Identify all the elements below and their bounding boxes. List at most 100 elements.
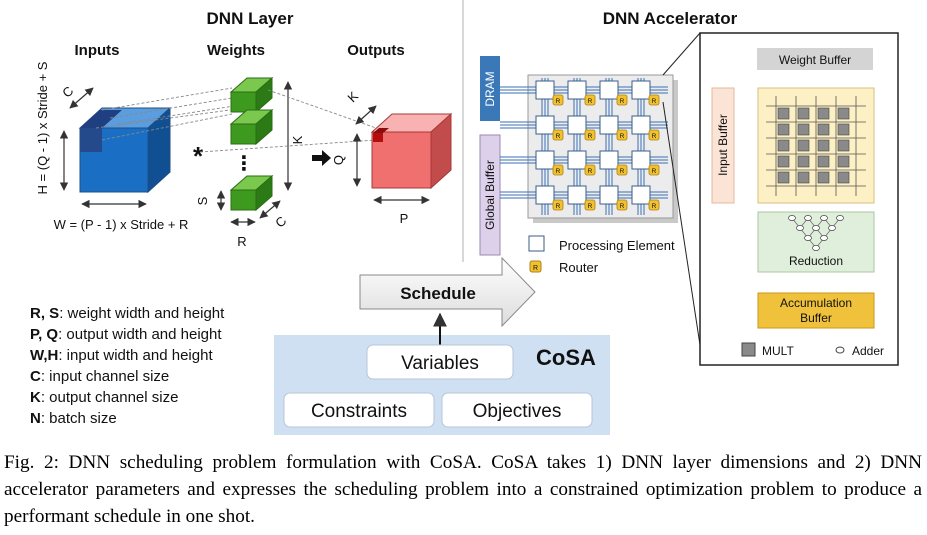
router xyxy=(584,199,596,211)
produces-arrow xyxy=(312,150,331,166)
mult-unit xyxy=(837,139,850,152)
router-letter: R xyxy=(556,168,561,175)
output-tensor-cube xyxy=(370,112,453,190)
router-legend-letter: R xyxy=(533,265,538,272)
legend-row: R, S: weight width and height xyxy=(30,305,225,322)
output-k-arrow xyxy=(355,105,377,125)
accumulation-buffer-label-line2: Buffer xyxy=(800,311,832,325)
adder-node xyxy=(828,225,836,231)
router xyxy=(616,129,628,141)
global-buffer-label: Global Buffer xyxy=(483,160,497,230)
input-c-label: C xyxy=(59,83,76,100)
input-tensor-cube xyxy=(78,106,172,194)
adder-node xyxy=(820,215,828,221)
processing-element xyxy=(599,150,619,170)
processing-element xyxy=(567,80,587,100)
adder-node xyxy=(820,235,828,241)
mult-unit xyxy=(797,155,810,168)
router xyxy=(648,94,660,106)
output-q-label: Q xyxy=(331,155,346,165)
schedule-label: Schedule xyxy=(400,284,476,303)
processing-element xyxy=(599,185,619,205)
adder-node xyxy=(836,215,844,221)
router xyxy=(552,164,564,176)
mult-unit xyxy=(837,107,850,120)
variables-label: Variables xyxy=(401,353,479,374)
router-letter: R xyxy=(652,133,657,140)
processing-element xyxy=(631,80,651,100)
weight-k-label: K xyxy=(290,135,305,144)
adder-node xyxy=(796,225,804,231)
processing-element xyxy=(567,150,587,170)
mult-unit xyxy=(837,155,850,168)
weight-c-arrow xyxy=(259,200,281,219)
dram-block xyxy=(480,56,500,121)
output-k-label: K xyxy=(344,88,361,105)
router xyxy=(616,164,628,176)
legend-row: W,H: input width and height xyxy=(30,347,213,364)
input-w-formula: W = (P - 1) x Stride + R xyxy=(54,217,189,232)
weight-buffer-block xyxy=(757,48,873,70)
mult-legend-swatch xyxy=(741,342,756,357)
router-letter: R xyxy=(588,203,593,210)
processing-element xyxy=(535,150,555,170)
input-c-arrow xyxy=(69,87,94,109)
reduction-label: Reduction xyxy=(789,254,843,268)
output-p-label: P xyxy=(400,211,409,226)
router xyxy=(616,94,628,106)
legend-row: N: batch size xyxy=(30,410,117,427)
router-letter: R xyxy=(620,98,625,105)
processing-element xyxy=(631,150,651,170)
router xyxy=(616,199,628,211)
accumulation-buffer-label-line1: Accumulation xyxy=(780,296,852,310)
weight-filters-ellipsis: ⋮ xyxy=(234,153,254,175)
legend-row: C: input channel size xyxy=(30,368,169,385)
zoom-line-bottom xyxy=(662,101,701,346)
mult-unit xyxy=(777,139,790,152)
outputs-label: Outputs xyxy=(347,42,405,59)
mult-unit xyxy=(817,107,830,120)
router-letter: R xyxy=(556,133,561,140)
accumulation-buffer-block xyxy=(757,292,875,329)
dimension-legend: R, S: weight width and height P, Q: outp… xyxy=(30,305,225,427)
router xyxy=(552,129,564,141)
router-letter: R xyxy=(556,98,561,105)
weight-buffer-label: Weight Buffer xyxy=(779,53,851,67)
mult-unit xyxy=(797,139,810,152)
weight-s-label: S xyxy=(195,196,210,205)
objectives-box xyxy=(441,392,593,428)
objectives-label: Objectives xyxy=(473,401,562,422)
adder-node xyxy=(812,225,820,231)
legend-row: K: output channel size xyxy=(30,389,178,406)
router xyxy=(648,129,660,141)
processing-element xyxy=(535,80,555,100)
adder-node xyxy=(788,215,796,221)
mult-unit xyxy=(777,107,790,120)
mult-unit xyxy=(817,171,830,184)
legend-row: P, Q: output width and height xyxy=(30,326,222,343)
mult-unit xyxy=(837,123,850,136)
input-buffer-label: Input Buffer xyxy=(716,114,730,176)
weight-r-label: R xyxy=(237,234,246,249)
mult-unit xyxy=(797,171,810,184)
adder-legend-swatch xyxy=(835,346,845,354)
adder-tree xyxy=(788,215,844,251)
adder-node xyxy=(804,235,812,241)
dnn-layer-title: DNN Layer xyxy=(207,9,294,28)
mult-array-grid xyxy=(766,96,866,196)
mult-unit xyxy=(837,171,850,184)
processing-element xyxy=(535,115,555,135)
router-letter: R xyxy=(652,168,657,175)
cosa-figure: DNN Layer Inputs Weights Outputs C H = (… xyxy=(30,0,899,435)
router-letter: R xyxy=(588,168,593,175)
processing-element xyxy=(599,80,619,100)
router-legend-label: Router xyxy=(559,260,599,275)
cosa-title: CoSA xyxy=(536,345,596,370)
adder-node xyxy=(812,245,820,251)
mult-unit xyxy=(797,123,810,136)
constraints-box xyxy=(283,392,435,428)
mult-unit xyxy=(817,123,830,136)
accelerator-title: DNN Accelerator xyxy=(603,9,738,28)
mult-unit xyxy=(777,123,790,136)
